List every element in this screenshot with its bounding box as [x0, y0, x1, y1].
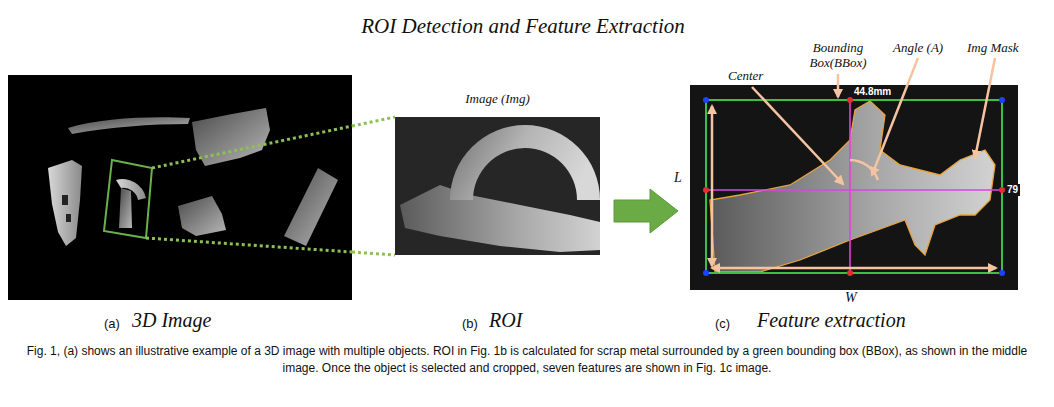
- midpoint-dot: [847, 270, 853, 276]
- leader-arrow: [837, 74, 840, 97]
- midpoint-dot: [703, 187, 709, 193]
- feature-panel: (c)Feature extraction: [690, 85, 1018, 290]
- image-panel: (a)3D Image: [8, 75, 352, 300]
- corner-dot: [703, 270, 709, 276]
- corner-dot: [999, 270, 1005, 276]
- scrap-object: [48, 160, 82, 246]
- figure-title: ROI Detection and Feature Extraction: [0, 14, 1050, 39]
- callout-label: Img Mask: [967, 40, 1019, 55]
- zoom-connector: [352, 117, 395, 255]
- callout-label: Bounding Box(BBox): [803, 40, 873, 70]
- scrap-object: [119, 188, 132, 228]
- object-hole: [62, 195, 68, 205]
- panel-name: ROI: [489, 309, 522, 332]
- block-arrow: [614, 189, 678, 233]
- width-arrow: [712, 267, 996, 270]
- roi-background: [395, 117, 600, 255]
- scrap-object: [178, 196, 226, 236]
- scrap-object: [68, 117, 190, 134]
- bounding-box: [706, 100, 1002, 273]
- width-axis: [849, 100, 851, 273]
- leader-arrow: [975, 58, 995, 158]
- roi-object: [400, 125, 600, 252]
- roi-bounding-box: [104, 160, 152, 238]
- panel-name: 3D Image: [132, 309, 211, 332]
- corner-dot: [703, 97, 709, 103]
- dimension-value: 79: [1005, 184, 1020, 196]
- scrap-ring: [450, 125, 600, 200]
- zoom-leader: [152, 126, 352, 168]
- object-hole: [66, 214, 71, 222]
- panel-name: Feature extraction: [757, 309, 906, 332]
- callout-label: Angle (A): [893, 40, 943, 55]
- figure-caption: Fig. 1, (a) shows an illustrative exampl…: [22, 343, 1032, 377]
- object-mask: [710, 101, 995, 272]
- image-background: [8, 75, 352, 300]
- feature-background: [690, 85, 1018, 290]
- panel-letter: (c): [715, 316, 730, 331]
- scrap-object: [192, 108, 270, 166]
- axis-label: W: [845, 290, 857, 306]
- leader-arrow: [872, 58, 918, 175]
- callout-label: Center: [728, 68, 763, 83]
- length-axis: [706, 189, 1002, 191]
- scrap-plate: [400, 185, 600, 252]
- panel-letter: (a): [104, 316, 120, 331]
- corner-dot: [999, 97, 1005, 103]
- zoom-leader: [146, 238, 352, 252]
- scrap-object: [284, 168, 338, 246]
- panel-letter: (b): [462, 316, 478, 331]
- image-label: Image (Img): [465, 91, 530, 107]
- dimension-value: 44.8mm: [852, 86, 893, 98]
- leader-arrow: [752, 87, 843, 184]
- roi-panel: Image (Img)(b)ROI: [395, 117, 600, 255]
- length-arrow: [711, 106, 714, 266]
- axis-label: L: [674, 170, 682, 186]
